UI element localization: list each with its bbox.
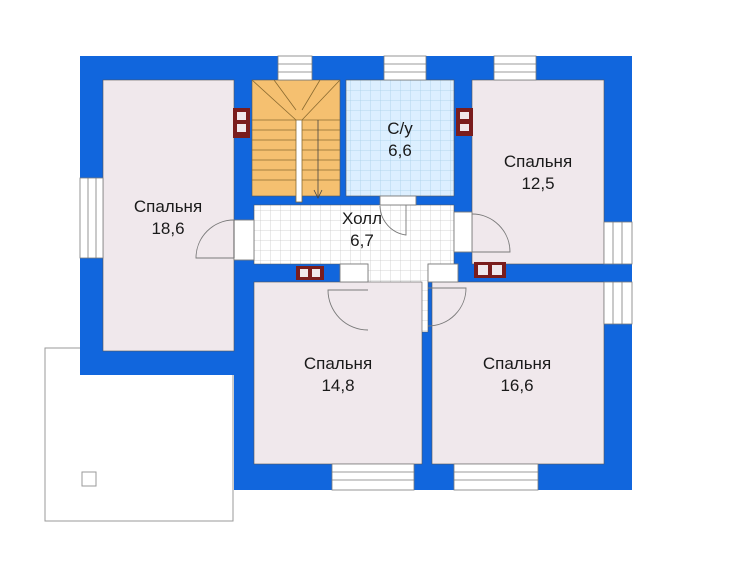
window bbox=[79, 177, 104, 259]
room-bedroom-top-right bbox=[471, 79, 605, 265]
chimney-icon bbox=[233, 108, 250, 138]
window bbox=[277, 55, 313, 81]
room-area: 14,8 bbox=[321, 376, 354, 395]
room-area: 6,6 bbox=[388, 141, 412, 160]
window bbox=[383, 55, 427, 81]
labels: Спальня 18,6 С/у 6,6 Спальня 12,5 Холл 6… bbox=[134, 119, 572, 395]
window bbox=[493, 55, 537, 81]
terrace bbox=[44, 347, 234, 522]
window bbox=[453, 463, 539, 491]
room-area: 18,6 bbox=[151, 219, 184, 238]
door-bedroom-top-right bbox=[453, 211, 511, 253]
room-area: 12,5 bbox=[521, 174, 554, 193]
room-bedroom-bottom-middle bbox=[253, 281, 423, 465]
room-name: Спальня bbox=[304, 354, 372, 373]
window bbox=[331, 463, 415, 491]
room-bedroom-bottom-right bbox=[431, 281, 605, 465]
room-name: Спальня bbox=[483, 354, 551, 373]
door-bedroom-left bbox=[195, 219, 255, 261]
room-area: 6,7 bbox=[350, 231, 374, 250]
chimneys bbox=[233, 108, 506, 280]
room-area: 16,6 bbox=[500, 376, 533, 395]
rooms bbox=[102, 79, 605, 465]
door-bedroom-bottom-right bbox=[427, 263, 467, 327]
room-name: Холл bbox=[342, 209, 382, 228]
terrace-post-icon bbox=[81, 471, 97, 487]
room-name: Спальня bbox=[504, 152, 572, 171]
chimney-icon bbox=[296, 266, 324, 280]
chimney-icon bbox=[474, 262, 506, 278]
room-bedroom-left bbox=[102, 79, 235, 352]
windows bbox=[79, 55, 633, 491]
staircase bbox=[251, 79, 341, 203]
door-bedroom-bottom-middle bbox=[327, 263, 369, 331]
window bbox=[603, 221, 633, 265]
room-bathroom bbox=[345, 79, 455, 197]
door-bathroom bbox=[379, 195, 417, 236]
room-name: Спальня bbox=[134, 197, 202, 216]
window bbox=[603, 281, 633, 325]
doors bbox=[195, 195, 511, 331]
chimney-icon bbox=[456, 108, 473, 136]
room-name: С/у bbox=[387, 119, 413, 138]
